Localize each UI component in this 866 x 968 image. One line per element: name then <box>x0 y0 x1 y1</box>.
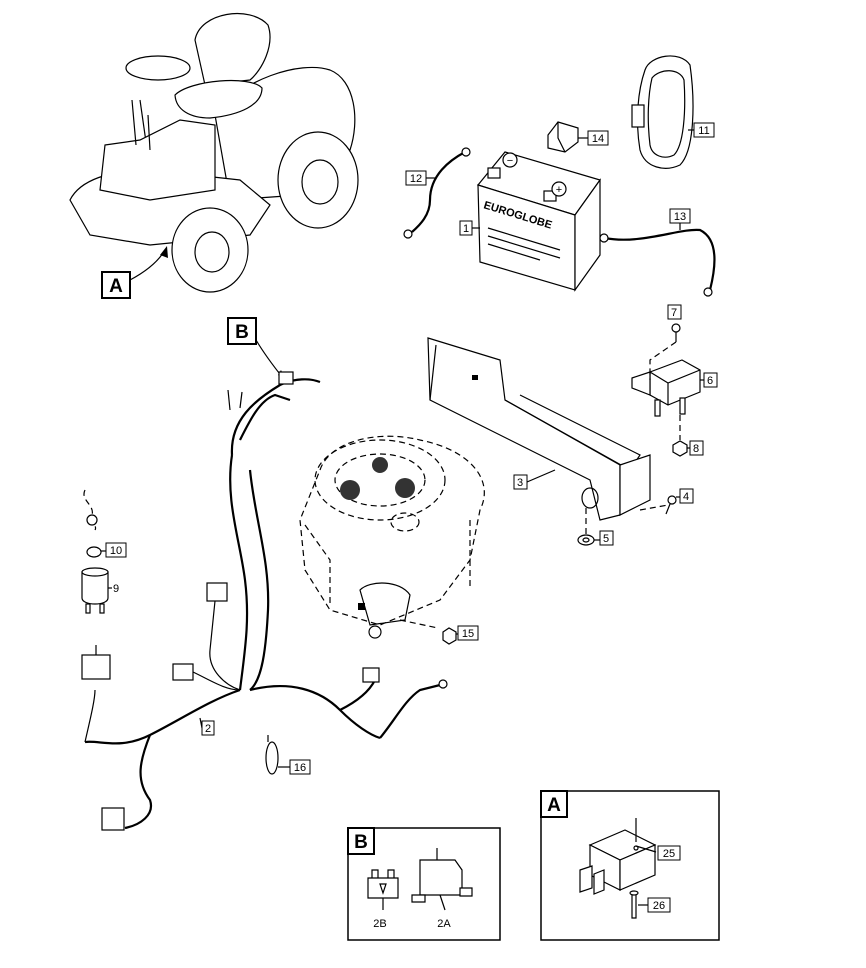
callout-4: 4 <box>676 488 694 504</box>
relay-detail <box>579 829 657 895</box>
callout-9: 9 <box>108 583 119 595</box>
wiring-harness-2 <box>81 371 448 831</box>
callout-10: 10 <box>101 542 127 558</box>
detail-a-letter: A <box>109 276 123 297</box>
svg-text:13: 13 <box>674 211 686 223</box>
connector-14 <box>547 121 579 153</box>
label-2b: 2B <box>373 918 386 930</box>
svg-text:1: 1 <box>463 223 469 235</box>
inset-b: B 2B 2A <box>347 827 501 941</box>
engine-illustration <box>299 435 485 639</box>
battery-strap-11 <box>631 55 694 169</box>
callout-8: 8 <box>687 440 704 456</box>
detail-a-marker: A <box>101 246 168 299</box>
callout-14: 14 <box>578 130 609 146</box>
svg-text:9: 9 <box>113 583 119 595</box>
bracket-3 <box>427 337 651 521</box>
svg-text:8: 8 <box>693 443 699 455</box>
inset-b-letter: B <box>354 832 368 853</box>
callout-11: 11 <box>688 122 715 138</box>
callout-26: 26 <box>647 897 671 913</box>
detail-b-letter: B <box>235 322 249 343</box>
svg-text:6: 6 <box>707 375 713 387</box>
svg-text:14: 14 <box>592 133 604 145</box>
callout-6: 6 <box>700 372 718 388</box>
callout-15: 15 <box>456 625 479 641</box>
nut-8 <box>672 440 688 457</box>
terminal-plus: + <box>556 184 562 196</box>
switch-9 <box>81 489 109 614</box>
svg-text:5: 5 <box>603 533 609 545</box>
svg-text:12: 12 <box>410 173 422 185</box>
cable-tie-16 <box>265 735 279 775</box>
svg-text:16: 16 <box>294 762 306 774</box>
callout-12: 12 <box>405 170 436 186</box>
relay-6 <box>631 359 701 417</box>
callout-16: 16 <box>278 759 311 775</box>
nut-15 <box>442 627 457 645</box>
svg-text:4: 4 <box>683 491 689 503</box>
svg-text:25: 25 <box>663 848 675 860</box>
battery: EUROGLOBE − + <box>476 151 601 292</box>
detail-b-marker: B <box>227 317 286 381</box>
screw-26 <box>629 890 639 919</box>
tractor-illustration <box>69 13 359 293</box>
svg-text:3: 3 <box>517 477 523 489</box>
terminal-minus: − <box>507 155 513 167</box>
washer-5 <box>577 534 595 546</box>
callout-1: 1 <box>459 220 480 236</box>
svg-text:2: 2 <box>205 723 211 735</box>
callout-3: 3 <box>513 469 556 490</box>
svg-text:15: 15 <box>462 628 474 640</box>
svg-text:26: 26 <box>653 900 665 912</box>
screw-7 <box>649 323 681 380</box>
svg-text:11: 11 <box>698 125 709 137</box>
svg-text:7: 7 <box>671 307 677 319</box>
screw-4 <box>665 495 677 515</box>
label-2a: 2A <box>437 918 451 930</box>
inset-a-letter: A <box>547 795 561 816</box>
callout-7: 7 <box>667 304 682 320</box>
fuse-holder-2a <box>411 848 473 911</box>
callout-5: 5 <box>594 530 614 546</box>
callout-25: 25 <box>657 845 681 861</box>
callout-13: 13 <box>669 208 691 230</box>
fuse-2b <box>367 869 399 910</box>
inset-a: A <box>540 790 720 941</box>
svg-text:10: 10 <box>110 545 122 557</box>
callout-2: 2 <box>199 717 215 736</box>
